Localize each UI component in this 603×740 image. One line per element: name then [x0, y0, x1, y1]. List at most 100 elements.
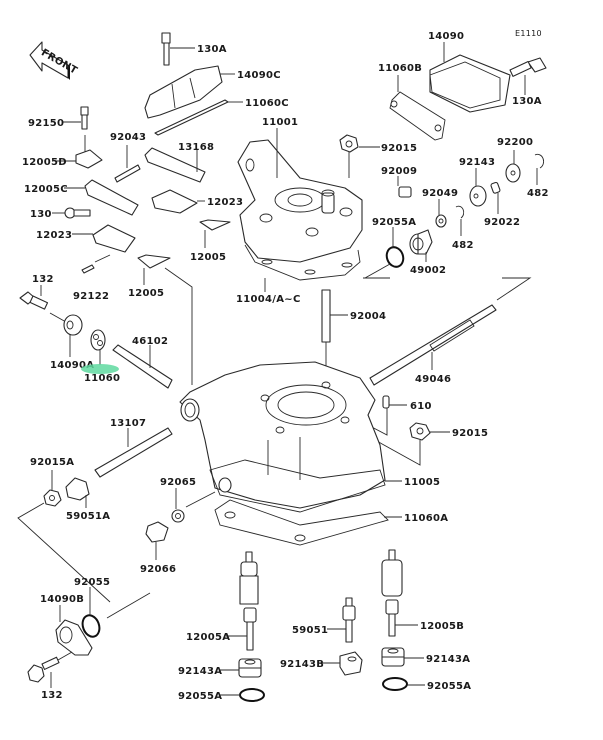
label-92022: 92022: [484, 217, 520, 228]
label-12023-right: 12023: [207, 197, 243, 208]
bolt-130a-right[interactable]: [509, 57, 547, 95]
lever-12005d[interactable]: [144, 147, 206, 183]
front-arrow-icon: FRONT: [29, 41, 79, 80]
cover-14090[interactable]: [429, 42, 511, 113]
bracket-12023-left[interactable]: [72, 224, 136, 253]
label-46102: 46102: [132, 336, 168, 347]
label-92004: 92004: [350, 311, 386, 322]
label-92009: 92009: [381, 166, 417, 177]
label-92055a-left: 92055A: [178, 691, 222, 702]
gasket-11060[interactable]: [90, 329, 106, 365]
label-12023-left: 12023: [36, 230, 72, 241]
label-12005-left: 12005: [128, 288, 164, 299]
clip-12005-right[interactable]: [199, 219, 231, 248]
bearing-92049[interactable]: [435, 199, 447, 228]
pin-92043[interactable]: [114, 145, 141, 183]
collar-92143b[interactable]: [320, 651, 363, 676]
oring-92055a-top[interactable]: [364, 227, 406, 279]
shaft-12005a[interactable]: [226, 551, 259, 651]
label-92055a-top: 92055A: [372, 217, 416, 228]
label-14090c: 14090C: [237, 70, 281, 81]
bolt-130[interactable]: [52, 207, 91, 219]
head-gasket-11004[interactable]: [244, 244, 361, 292]
bolt-132-top[interactable]: [19, 285, 67, 323]
label-13107: 13107: [110, 418, 146, 429]
label-92143a-right: 92143A: [426, 654, 470, 665]
label-130: 130: [30, 209, 52, 220]
label-49046: 49046: [415, 374, 451, 385]
label-132-bottom: 132: [41, 690, 63, 701]
label-130a-right: 130A: [512, 96, 542, 107]
label-12005b: 12005B: [420, 621, 464, 632]
label-130a-top: 130A: [197, 44, 227, 55]
label-92055: 92055: [74, 577, 110, 588]
oring-92055a-left[interactable]: [219, 688, 265, 702]
label-92065: 92065: [160, 477, 196, 488]
bolt-130a-top[interactable]: [161, 32, 195, 66]
clip-482-left[interactable]: [455, 205, 465, 236]
label-92015-top: 92015: [381, 143, 417, 154]
label-92122: 92122: [73, 291, 109, 302]
label-11060a: 11060A: [404, 513, 448, 524]
label-14090b: 14090B: [40, 594, 84, 605]
label-92143b: 92143B: [280, 659, 324, 670]
washer-92065[interactable]: [171, 488, 216, 523]
shaft-13107[interactable]: [94, 427, 173, 478]
label-92015a: 92015A: [30, 457, 74, 468]
gasket-11060c[interactable]: [154, 99, 243, 136]
label-49002: 49002: [410, 265, 446, 276]
rod-49046[interactable]: [369, 304, 497, 386]
label-92015-mid: 92015: [452, 428, 488, 439]
label-11060c: 11060C: [245, 98, 289, 109]
gasket-11060b[interactable]: [389, 75, 446, 141]
cap-14090b[interactable]: [55, 605, 93, 656]
screw-92150[interactable]: [62, 106, 89, 130]
label-11004: 11004/A~C: [236, 294, 301, 305]
collar-92143a-left[interactable]: [219, 658, 262, 678]
nut-92015-mid[interactable]: [374, 422, 450, 466]
holder-49002[interactable]: [409, 229, 433, 262]
label-92043: 92043: [110, 132, 146, 143]
cover-14090c[interactable]: [144, 65, 235, 119]
clip-482-right[interactable]: [534, 153, 545, 185]
shaft-12005b[interactable]: [381, 549, 418, 637]
label-92150: 92150: [28, 118, 64, 129]
gear-59051a[interactable]: [65, 477, 90, 508]
washer-92200[interactable]: [505, 150, 521, 183]
oring-92055a-right[interactable]: [382, 677, 425, 691]
reed-46102[interactable]: [112, 344, 173, 389]
label-13168: 12005D: [22, 157, 67, 168]
nut-92015a[interactable]: [43, 470, 62, 507]
cylinder-11005[interactable]: [179, 361, 402, 513]
plug-92009[interactable]: [397, 176, 412, 198]
label-92055a-right: 92055A: [427, 681, 471, 692]
label-14090: 14090: [428, 31, 464, 42]
label-12005c: 12005C: [24, 184, 68, 195]
label-92143: 92143: [459, 157, 495, 168]
collar-92143a-right[interactable]: [381, 647, 424, 667]
pin-92122[interactable]: [81, 254, 111, 274]
key-92022[interactable]: [490, 181, 501, 214]
label-92066: 92066: [140, 564, 176, 575]
label-92049: 92049: [422, 188, 458, 199]
roller-92143[interactable]: [469, 168, 487, 207]
clamp-13168[interactable]: [55, 135, 103, 169]
label-59051: 59051: [292, 625, 328, 636]
label-12005d: 13168: [178, 142, 214, 153]
plug-92066[interactable]: [145, 521, 169, 560]
label-482-right: 482: [527, 188, 549, 199]
cap-14090a[interactable]: [63, 314, 83, 357]
base-gasket-11060a[interactable]: [214, 499, 402, 546]
gear-59051[interactable]: [327, 597, 356, 643]
label-14090a: 14090A: [50, 360, 94, 371]
oring-92055[interactable]: [80, 587, 151, 639]
clip-12005-left[interactable]: [137, 254, 193, 385]
label-12005-right: 12005: [190, 252, 226, 263]
cylinder-head-11001[interactable]: [237, 128, 363, 263]
bracket-12023-right[interactable]: [151, 189, 205, 214]
bolt-132-bottom[interactable]: [27, 651, 73, 688]
lever-12005c[interactable]: [64, 179, 139, 216]
label-11060: 11060: [84, 373, 120, 384]
nut-92015-top[interactable]: [339, 134, 380, 178]
